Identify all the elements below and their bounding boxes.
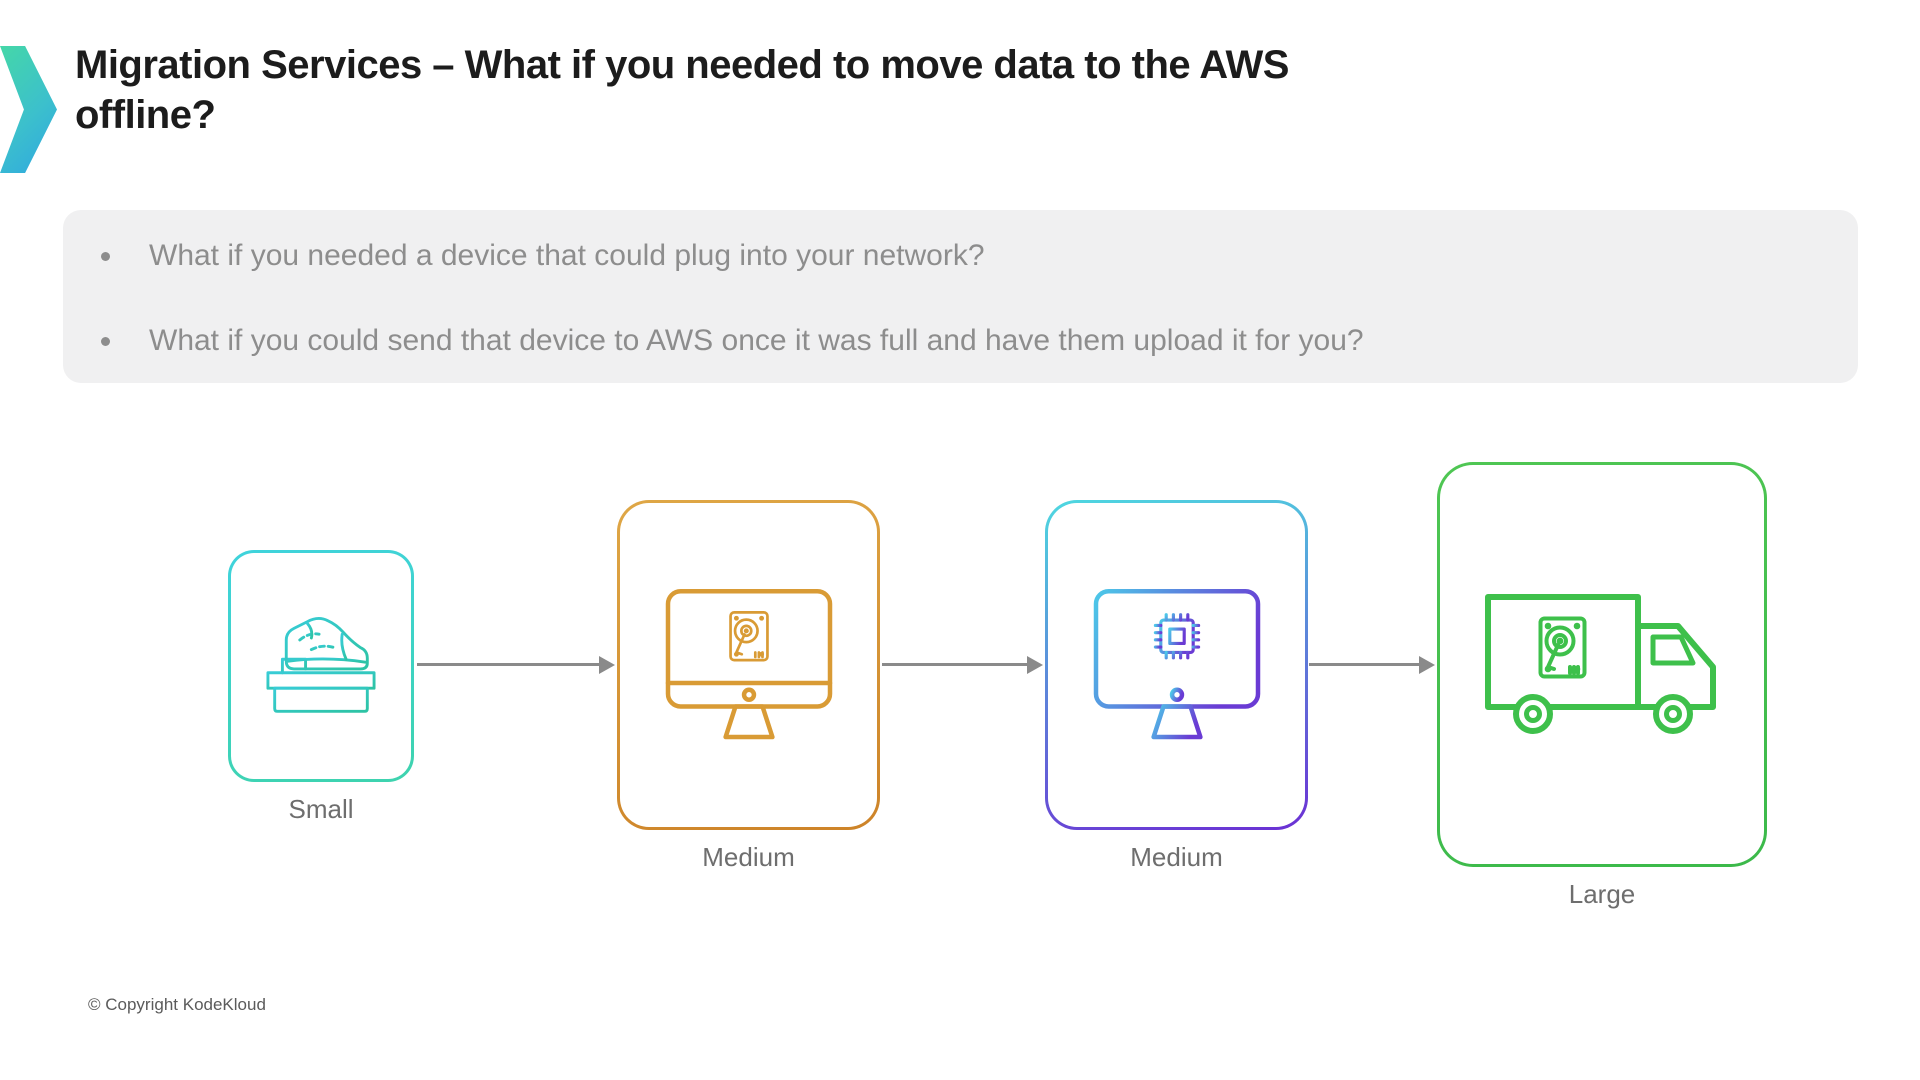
bullet-dot bbox=[101, 336, 110, 346]
bullet-item: What if you could send that device to AW… bbox=[101, 323, 1828, 359]
imac-harddrive-icon bbox=[665, 588, 832, 739]
device-box bbox=[1045, 500, 1308, 830]
page-title-line1: Migration Services – What if you needed … bbox=[75, 43, 1289, 87]
arrow-shaft bbox=[1309, 663, 1424, 666]
arrow-head bbox=[599, 656, 615, 674]
device-label: Small bbox=[288, 794, 354, 824]
questions-panel: What if you needed a device that could p… bbox=[63, 210, 1858, 383]
device-card-medium-chip: Medium bbox=[1045, 500, 1308, 873]
device-card-medium-harddrive: Medium bbox=[617, 500, 880, 873]
truck-harddrive-icon bbox=[1485, 593, 1716, 734]
device-label: Large bbox=[1568, 879, 1636, 909]
arrow-head bbox=[1027, 656, 1043, 674]
device-label: Medium bbox=[702, 842, 795, 872]
device-box bbox=[617, 500, 880, 830]
copyright-text: © Copyright KodeKloud bbox=[88, 995, 266, 1014]
flow-arrow bbox=[1309, 656, 1435, 674]
device-card-small: Small bbox=[228, 550, 414, 825]
imac-chip-icon bbox=[1093, 588, 1260, 739]
arrow-head bbox=[1419, 656, 1435, 674]
bullet-text: What if you needed a device that could p… bbox=[149, 239, 985, 272]
flow-arrow bbox=[417, 656, 615, 674]
device-card-large: Large bbox=[1437, 462, 1767, 910]
right-chevron-icon bbox=[0, 46, 57, 173]
page-title-line2: offline? bbox=[75, 93, 216, 137]
arrow-shaft bbox=[417, 663, 604, 666]
bullet-item: What if you needed a device that could p… bbox=[101, 238, 1828, 274]
page-title: Migration Services – What if you needed … bbox=[75, 40, 1575, 140]
bullet-dot bbox=[101, 251, 110, 261]
bullet-text: What if you could send that device to AW… bbox=[149, 324, 1364, 357]
device-label: Medium bbox=[1130, 842, 1223, 872]
device-box bbox=[228, 550, 414, 782]
arrow-shaft bbox=[882, 663, 1032, 666]
device-box bbox=[1437, 462, 1767, 867]
shoebox-icon bbox=[266, 617, 376, 713]
flow-arrow bbox=[882, 656, 1043, 674]
